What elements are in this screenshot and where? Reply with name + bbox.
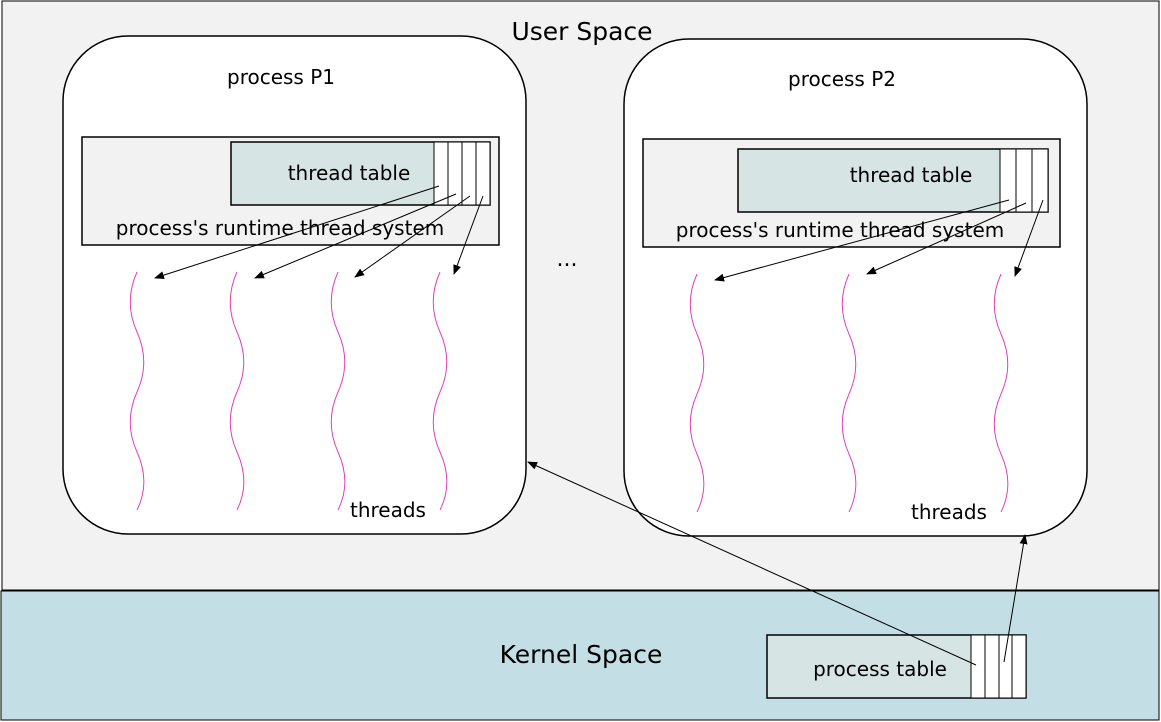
thread-table-slots-p1 [433,141,491,206]
thread-table-p2 [737,148,1049,213]
thread-pointer-arrow-p1-3 [354,195,471,278]
thread-pointer-arrow-p2-2 [866,202,1027,275]
process-p1: process P1 thread table process's runtim… [62,35,527,535]
thread-table-slots-p2 [999,148,1049,213]
thread-pointer-arrow-p1-1 [154,185,440,280]
process-table: process table [766,634,1027,699]
thread-pointer-arrow-p2-1 [714,199,1010,282]
process-table-label: process table [813,657,947,681]
runtime-label-p1: process's runtime thread system [116,216,444,240]
thread-table-label-p2: thread table [850,163,973,187]
thread-pointer-arrow-p1-4 [453,195,484,275]
thread-wave-p1-4 [432,271,448,511]
threads-label-p1: threads [350,498,426,522]
thread-wave-p2-2 [841,273,857,513]
thread-wave-p1-1 [129,271,145,511]
process-table-slots [970,634,1027,699]
process-p2-box [623,38,1088,537]
process-p1-title: process P1 [227,65,335,89]
process-pointer-arrow-p2 [1003,534,1028,663]
thread-wave-p2-3 [993,273,1009,513]
thread-table-label-p1: thread table [288,161,411,185]
process-p2: process P2 thread table process's runtim… [623,38,1088,537]
threads-label-p2: threads [911,500,987,524]
thread-wave-p2-1 [689,273,705,513]
process-p2-title: process P2 [788,67,896,91]
process-pointer-arrow-p1 [527,461,977,666]
thread-pointer-arrow-p1-2 [254,193,457,279]
runtime-label-p2: process's runtime thread system [676,218,1004,242]
kernel-space-label: Kernel Space [500,640,663,669]
thread-wave-p1-3 [330,271,346,511]
thread-wave-p1-2 [229,271,245,511]
thread-pointer-arrow-p2-3 [1014,199,1044,277]
ellipsis: ... [557,247,578,272]
user-space-label: User Space [511,17,652,46]
